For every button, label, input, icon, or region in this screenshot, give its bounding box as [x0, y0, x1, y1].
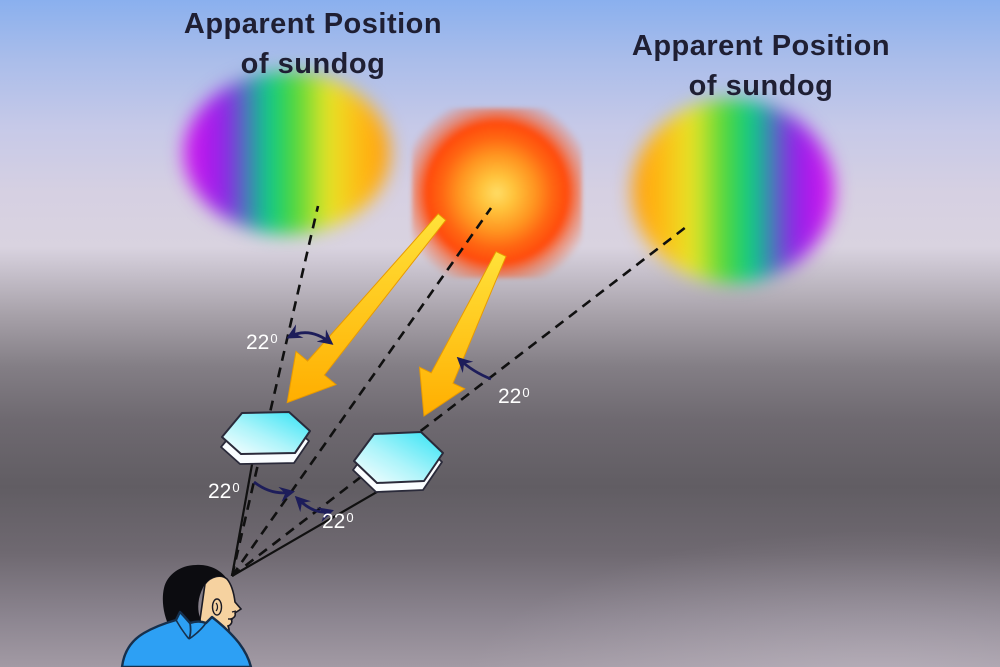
- sunray-arrow-right: [418, 250, 507, 417]
- ice-crystal-left: [220, 411, 311, 465]
- title-line1: Apparent Position: [183, 8, 443, 40]
- angle-arc-lower-middle: [294, 495, 334, 523]
- title-sundog-left: Apparent Position of sundog: [148, 4, 478, 84]
- ice-crystal-right: [352, 431, 444, 493]
- sun: [412, 108, 582, 278]
- angle-label-lower-left: 220: [208, 480, 240, 503]
- crystal-top-face: [221, 411, 311, 455]
- observer-collar-left: [175, 619, 190, 640]
- angle-arc-upper-left: [286, 324, 334, 345]
- title-sundog-right: Apparent Position of sundog: [596, 26, 926, 106]
- angle-arc-upper-right: [456, 356, 492, 381]
- title-line2: of sundog: [688, 70, 834, 103]
- title-line1: Apparent Position: [631, 30, 891, 62]
- angle-label-lower-middle: 220: [322, 510, 354, 533]
- sight-line-crystal-right: [231, 477, 402, 577]
- title-line2: of sundog: [240, 48, 386, 81]
- observer-collar-right: [188, 622, 207, 640]
- observer-shirt: [120, 610, 253, 667]
- angle-arc-lower-left: [253, 480, 296, 502]
- observer-ear-detail: [215, 602, 219, 612]
- angle-label-upper-left: 220: [246, 331, 278, 354]
- sight-line-sundog-left: [230, 205, 320, 577]
- sundog-right: [632, 99, 834, 283]
- crystal-top-face: [353, 431, 444, 484]
- sundog-left: [184, 72, 390, 234]
- angle-label-upper-right: 220: [498, 385, 530, 408]
- observer-nostril: [231, 610, 237, 613]
- observer: [120, 564, 253, 667]
- sunray-arrow-left: [286, 213, 447, 404]
- observer-collar-seam: [188, 622, 192, 640]
- sight-line-sundog-right: [231, 225, 687, 578]
- sight-line-sun: [230, 207, 493, 577]
